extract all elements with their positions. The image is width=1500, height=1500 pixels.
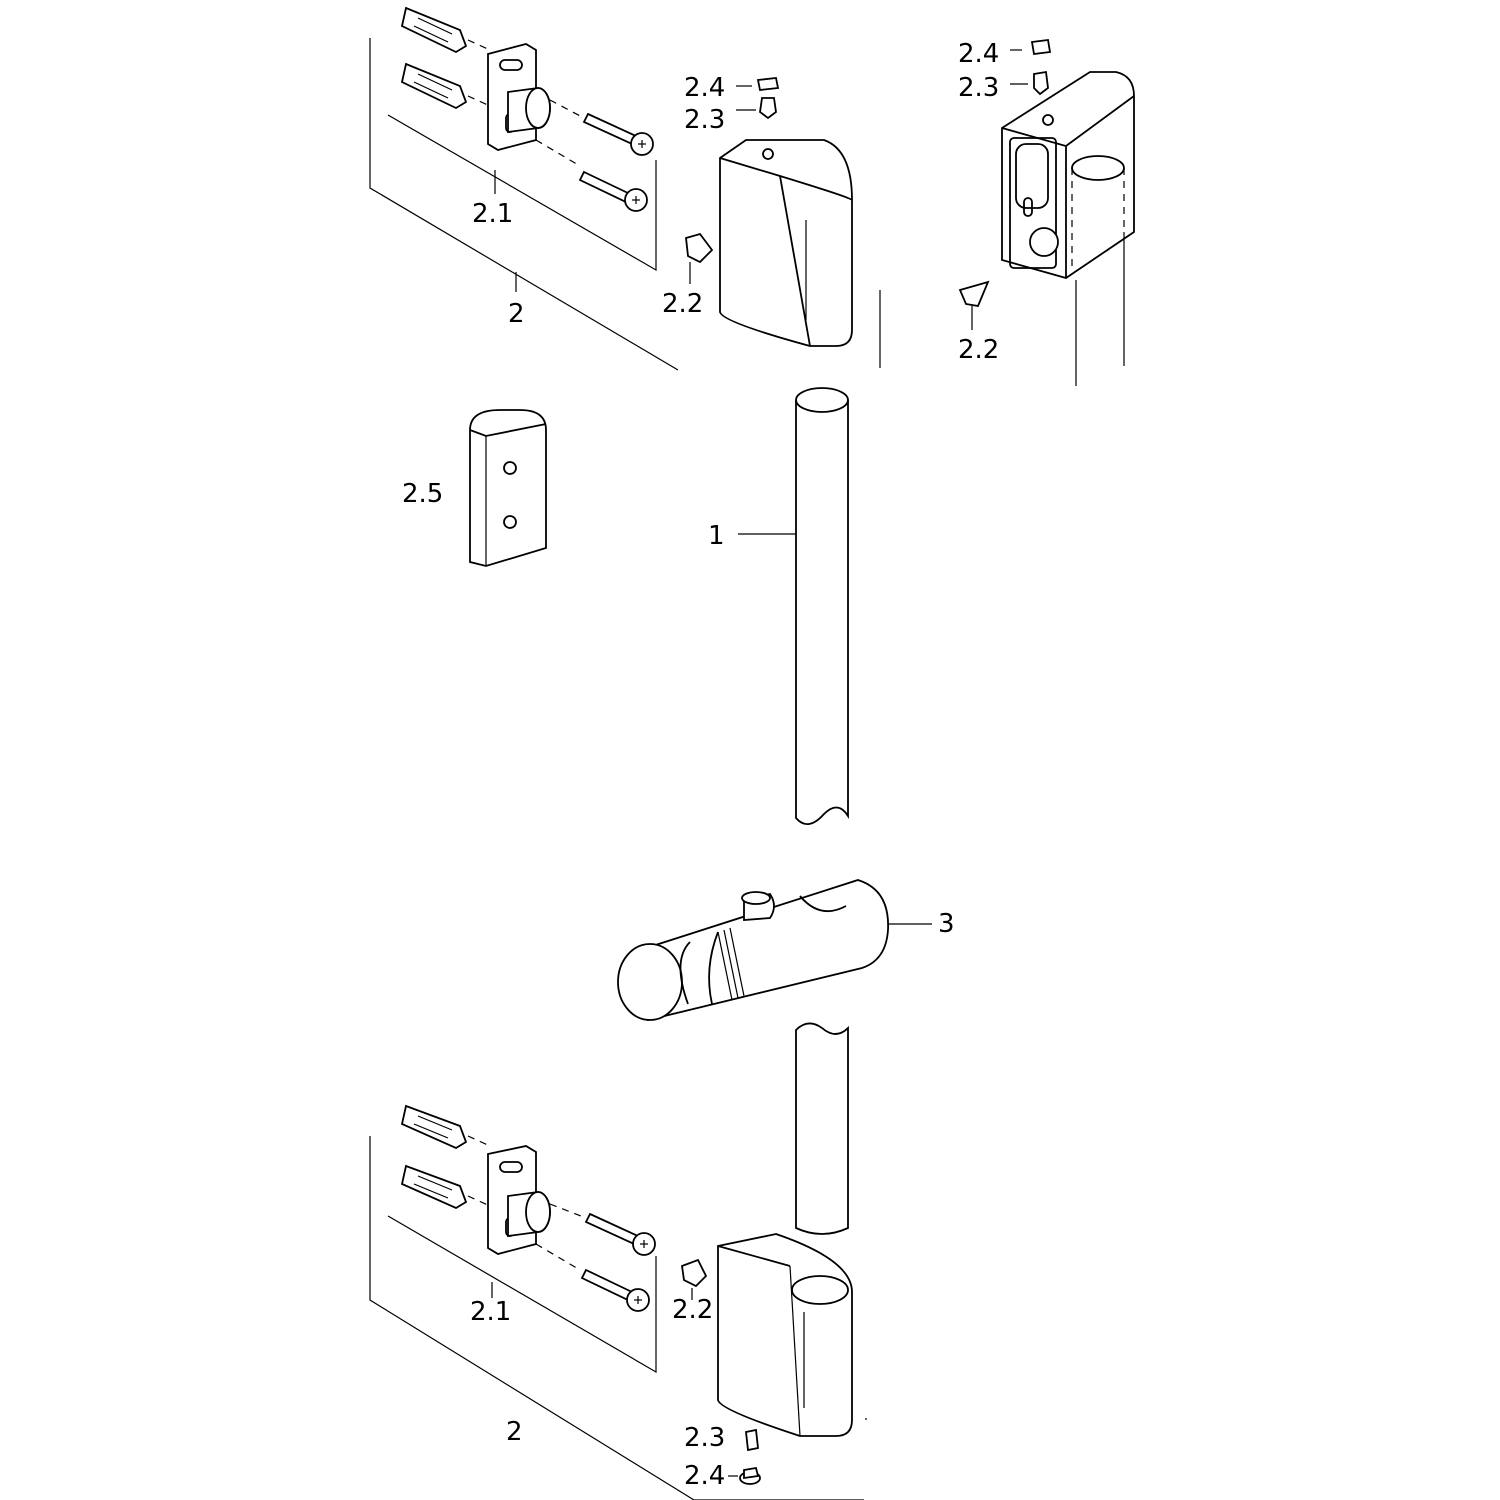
bottom-wall-bracket-plate xyxy=(487,1145,587,1271)
callout-bottom-2-3: 2.3 xyxy=(684,1423,725,1453)
bottom-grub-screw-2-2 xyxy=(681,1258,708,1288)
bottom-screw-upper xyxy=(584,1212,656,1256)
bottom-group-2-1-bracket xyxy=(387,1215,657,1374)
bottom-rail-holder-block xyxy=(717,1233,867,1437)
callout-bottom-2: 2 xyxy=(506,1417,523,1447)
right-grub-screw-2-2 xyxy=(958,280,990,308)
rail-tube-lower xyxy=(795,1022,849,1235)
bottom-group-2-bracket xyxy=(369,1136,695,1500)
callout-top-2-4: 2.4 xyxy=(684,73,725,103)
top-cap-2-4 xyxy=(756,77,780,91)
callout-bottom-2-1: 2.1 xyxy=(470,1297,511,1327)
bottom-cap-2-4 xyxy=(739,1466,761,1485)
bottom-wall-mount-group xyxy=(369,1104,867,1500)
callout-right-2-3: 2.3 xyxy=(958,73,999,103)
callout-plate-2-5: 2.5 xyxy=(402,479,443,509)
top-wall-bracket-plate xyxy=(487,43,585,167)
top-wall-mount-group xyxy=(369,6,881,371)
top-screw-lower xyxy=(578,170,648,212)
callout-top-2-1: 2.1 xyxy=(472,199,513,229)
top-rail-holder-block xyxy=(719,139,881,368)
bottom-wall-plug-lower xyxy=(400,1164,491,1210)
callout-right-2-2: 2.2 xyxy=(958,335,999,365)
top-set-screw-2-3 xyxy=(759,97,777,120)
rail-tube-upper xyxy=(738,387,849,825)
bottom-wall-plug-upper xyxy=(400,1104,491,1150)
right-cap-2-4 xyxy=(1030,38,1052,56)
callout-bottom-2-4: 2.4 xyxy=(684,1461,725,1491)
top-wall-plug-upper xyxy=(400,6,491,54)
right-set-screw-2-3 xyxy=(1033,70,1049,96)
top-grub-screw-2-2 xyxy=(685,232,714,264)
spacer-plate-2-5 xyxy=(469,409,547,567)
top-wall-plug-lower xyxy=(400,62,491,110)
right-holder-back-view-group xyxy=(958,38,1135,386)
callout-top-2-2: 2.2 xyxy=(662,289,703,319)
callout-right-2-4: 2.4 xyxy=(958,39,999,69)
callout-bottom-2-2: 2.2 xyxy=(672,1295,713,1325)
top-group-2-bracket xyxy=(369,38,679,371)
callout-rail-1: 1 xyxy=(708,521,725,551)
top-group-2-1-bracket xyxy=(387,114,657,272)
bottom-set-screw-2-3 xyxy=(745,1428,759,1452)
callout-top-2: 2 xyxy=(508,299,525,329)
bottom-screw-lower xyxy=(580,1268,650,1312)
right-rail-holder-block xyxy=(1001,71,1135,386)
callout-slider-3: 3 xyxy=(938,909,955,939)
top-screw-upper xyxy=(582,112,654,156)
callout-top-2-3: 2.3 xyxy=(684,105,725,135)
shower-slider-3 xyxy=(617,879,932,1022)
